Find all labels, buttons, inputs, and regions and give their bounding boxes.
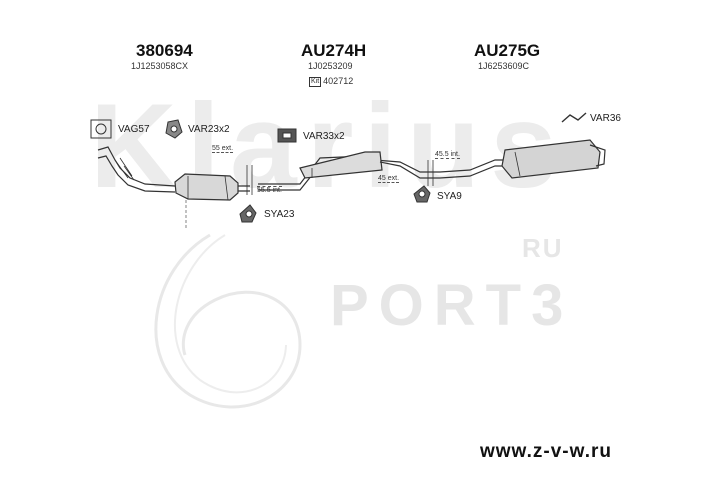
- front-pipe-catalyst: [97, 146, 250, 228]
- site-url[interactable]: www.z-v-w.ru: [480, 441, 612, 462]
- middle-pipe-resonator: [258, 151, 440, 191]
- kit-badge: Kit: [309, 76, 322, 87]
- label-var36: VAR36: [590, 113, 621, 124]
- dim-45-5-int: 45.5 int.: [435, 151, 460, 159]
- part-code-3: AU275G: [474, 41, 541, 60]
- rubber-mount-icon-sya9: [413, 185, 431, 203]
- part-code-2: AU274H: [301, 41, 367, 60]
- rubber-mount-icon-sya23: [239, 204, 257, 223]
- gasket-icon: [90, 119, 112, 139]
- bracket-icon: [277, 128, 297, 143]
- dim-45-ext: 45 ext.: [378, 175, 400, 183]
- label-var33: VAR33x2: [303, 131, 345, 142]
- oem-number-1: 1J1253058CX: [131, 61, 189, 71]
- label-sya23: SYA23: [264, 209, 295, 220]
- rear-silencer: [439, 139, 606, 179]
- label-var23: VAR23x2: [188, 124, 230, 135]
- dim-55-5-int: 55.5 int.: [257, 186, 282, 194]
- part-code-1: 380694: [136, 41, 193, 60]
- label-sya9: SYA9: [437, 191, 462, 202]
- label-vag57: VAG57: [118, 124, 150, 135]
- oem-number-2: 1J0253209: [308, 61, 353, 71]
- hanger-icon: [561, 112, 587, 123]
- kit-number-value: 402712: [323, 76, 354, 86]
- oem-number-3: 1J6253609C: [478, 61, 530, 71]
- port3-watermark-prefix: RU: [522, 233, 564, 263]
- port3-watermark-name: PORT3: [330, 273, 574, 338]
- dim-55-ext: 55 ext.: [212, 145, 234, 153]
- clamp-icon: [165, 119, 183, 139]
